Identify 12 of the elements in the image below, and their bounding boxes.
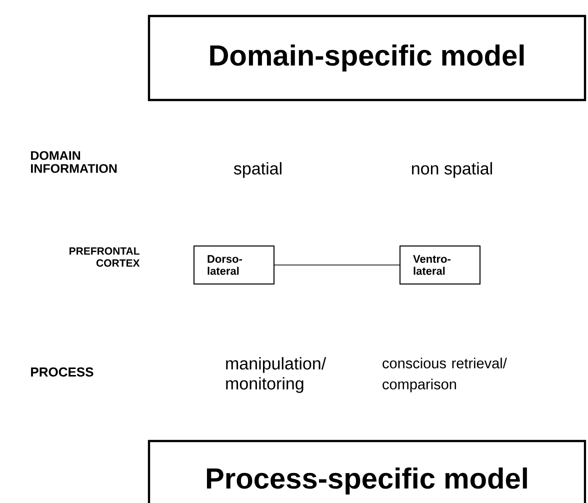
region-box: Dorso- lateral	[194, 246, 274, 284]
process-label: conscious retrieval/ comparison	[382, 358, 507, 392]
title-box: Process-specific model	[148, 440, 586, 503]
process-label: manipulation/ monitoring	[226, 357, 326, 393]
connector-line	[274, 264, 400, 266]
row-heading: PROCESS	[31, 367, 94, 377]
row-heading: PREFRONTAL CORTEX	[70, 247, 140, 267]
row-heading: DOMAIN INFORMATION	[31, 151, 117, 173]
category-label: non spatial	[412, 162, 492, 178]
region-box: Ventro- lateral	[400, 246, 480, 284]
category-label: spatial	[234, 162, 282, 178]
title-box: Domain-specific model	[148, 14, 586, 102]
